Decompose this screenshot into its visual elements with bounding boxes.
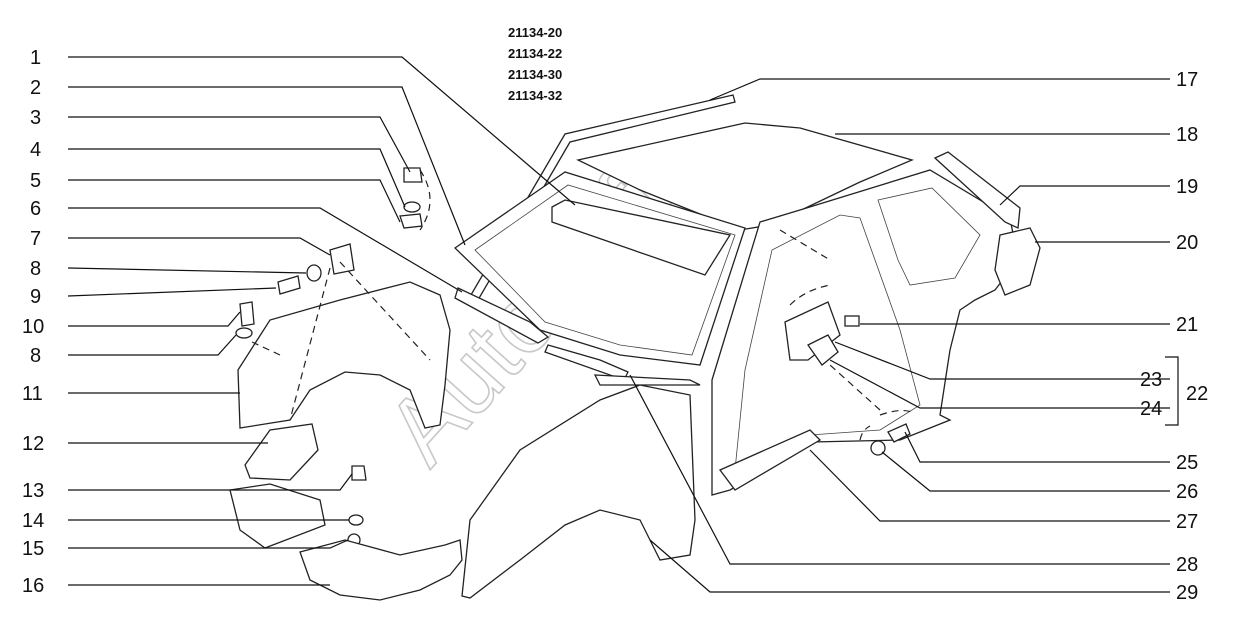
cowl-upper-panel <box>551 199 732 276</box>
callout-18: 18 <box>1176 124 1198 146</box>
bolt-10 <box>239 301 255 327</box>
callout-23: 23 <box>1140 369 1162 391</box>
callout-6: 6 <box>30 198 41 220</box>
washer-8a <box>306 264 322 282</box>
callout-11: 11 <box>22 383 43 405</box>
roof-panel <box>576 122 914 231</box>
callout-2: 2 <box>30 77 41 99</box>
sill-strip <box>593 374 701 386</box>
callout-5: 5 <box>30 170 41 192</box>
sill-panel <box>718 429 822 491</box>
quarter-trim <box>933 151 1021 229</box>
screw-9 <box>277 275 301 295</box>
splash-shield-upper <box>229 483 326 549</box>
callout-25: 25 <box>1176 452 1198 474</box>
front-right-fender <box>461 384 696 599</box>
model-code-4: 21134-32 <box>508 88 562 103</box>
bolt-3 <box>403 167 423 183</box>
nut-5 <box>399 213 423 229</box>
callout-3: 3 <box>30 107 41 129</box>
callout-17: 17 <box>1176 69 1198 91</box>
callout-27: 27 <box>1176 511 1198 533</box>
model-code-3: 21134-30 <box>508 67 562 82</box>
leader-lines-right <box>629 78 1179 593</box>
callout-26: 26 <box>1176 481 1198 503</box>
callout-4: 4 <box>30 139 41 161</box>
washer-26 <box>870 440 886 456</box>
leader-lines-left <box>67 56 576 586</box>
clip-13 <box>351 465 367 481</box>
callouts-left: 1 2 3 4 5 6 7 8 9 10 8 11 12 13 14 15 16 <box>22 47 44 597</box>
screw-25 <box>887 423 911 443</box>
body-shell <box>453 94 1041 599</box>
callout-28: 28 <box>1176 554 1198 576</box>
washer-8b <box>235 327 253 339</box>
clip-7 <box>329 243 355 275</box>
callout-16: 16 <box>22 575 44 597</box>
model-code-2: 21134-22 <box>508 46 562 61</box>
callout-12: 12 <box>22 433 44 455</box>
callout-20: 20 <box>1176 232 1198 254</box>
mud-guard <box>244 423 319 481</box>
fuel-filler-housing <box>807 334 839 366</box>
lower-shield <box>299 539 463 601</box>
spring <box>844 315 860 327</box>
callout-29: 29 <box>1176 582 1198 604</box>
callout-1: 1 <box>30 47 41 69</box>
callout-14: 14 <box>22 510 44 532</box>
callout-8b: 8 <box>30 345 41 367</box>
left-parts <box>229 167 463 601</box>
callout-15: 15 <box>22 538 44 560</box>
callout-8a: 8 <box>30 258 41 280</box>
callout-24: 24 <box>1140 398 1162 420</box>
callouts-right: 17 18 19 20 21 23 24 22 25 26 27 28 29 <box>1140 69 1208 604</box>
callout-22: 22 <box>1186 383 1208 405</box>
front-left-fender <box>237 281 451 429</box>
rear-quarter-panel <box>994 227 1041 296</box>
model-code-1: 21134-20 <box>508 25 562 40</box>
cowl-grille-left <box>454 287 550 344</box>
callout-19: 19 <box>1176 176 1198 198</box>
callout-10: 10 <box>22 316 44 338</box>
assembly-lines <box>251 169 913 441</box>
callout-21: 21 <box>1176 314 1198 336</box>
callout-7: 7 <box>30 228 41 250</box>
callout-13: 13 <box>22 480 44 502</box>
washer-4 <box>403 201 421 213</box>
washer-14 <box>348 514 364 526</box>
callout-9: 9 <box>30 286 41 308</box>
